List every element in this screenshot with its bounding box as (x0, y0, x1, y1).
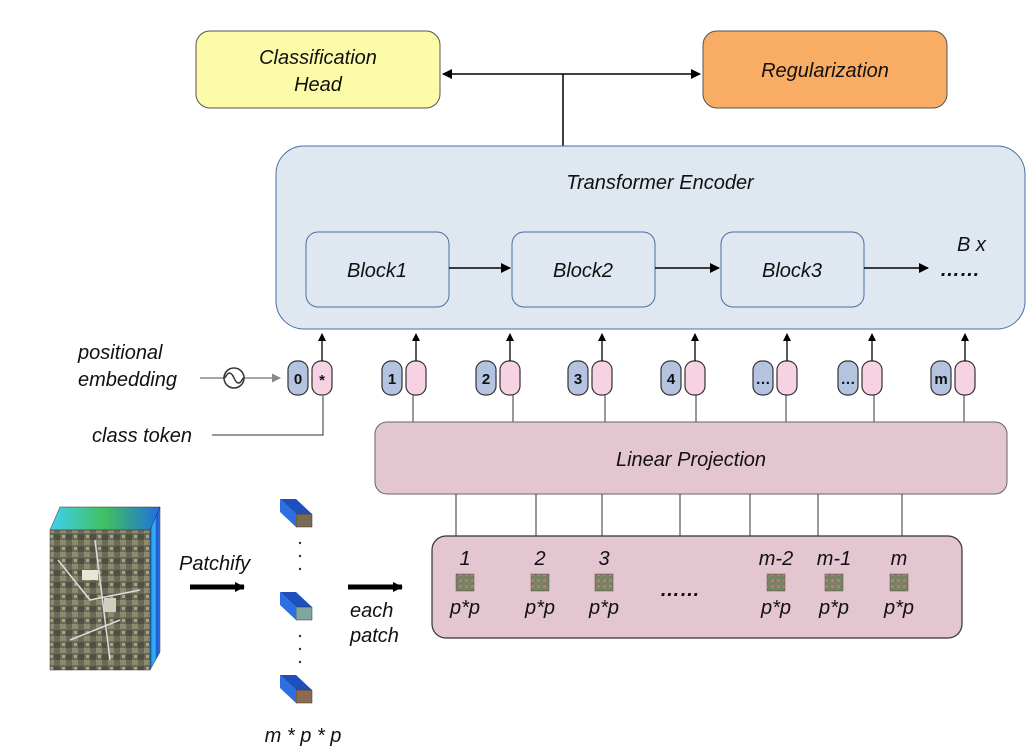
positional-embedding-label-line1: positional (77, 342, 163, 364)
token-7: … (837, 333, 883, 422)
patch-cuboid-2 (280, 592, 313, 621)
position-embedding-pill (567, 360, 589, 396)
patch-size-label: p*p (524, 597, 555, 619)
patch-item-3: 3 p*p (588, 548, 619, 619)
patch-item-1: 1 p*p (449, 548, 480, 619)
classification-head-label-line1: Classification (259, 47, 377, 69)
position-embedding-pill (837, 360, 859, 396)
patch-index-label: m (891, 548, 908, 570)
classification-head-box: Classification Head (195, 30, 441, 109)
patch-index-label: 2 (533, 548, 545, 570)
token-3: 2 (475, 333, 521, 422)
patch-size-label: p*p (818, 597, 849, 619)
patch-embedding-pill (405, 360, 427, 396)
token-index-label: 3 (574, 371, 582, 388)
patch-index-label: m-1 (817, 548, 851, 570)
patch-thumbnail (455, 573, 475, 592)
encoder-block-1: Block1 (305, 231, 450, 308)
token-index-label: m (934, 371, 947, 388)
position-embedding-pill (381, 360, 403, 396)
token-1: 0* (287, 333, 333, 396)
more-blocks-ellipsis: …… (940, 259, 980, 281)
encoder-block-3-label: Block3 (762, 260, 822, 282)
regularization-label: Regularization (761, 60, 889, 82)
position-embedding-pill (475, 360, 497, 396)
encoder-block-2-label: Block2 (553, 260, 613, 282)
class-token-label: class token (92, 425, 192, 447)
position-embedding-pill (287, 360, 309, 396)
patch-embedding-pill (684, 360, 706, 396)
transformer-encoder-title: Transformer Encoder (566, 172, 755, 194)
patch-thumbnail (530, 573, 550, 592)
patch-ellipsis: …… (660, 579, 700, 601)
token-index-label: 1 (388, 371, 396, 388)
positional-embedding-label-line2: embedding (78, 369, 177, 391)
patch-index-label: 3 (598, 548, 609, 570)
position-embedding-pill (660, 360, 682, 396)
projection-patch-connectors (455, 494, 903, 536)
token-8: m (930, 333, 976, 422)
position-embedding-pill (752, 360, 774, 396)
patch-embedding-pill (776, 360, 798, 396)
vertical-dots (298, 541, 302, 664)
patch-stack (280, 499, 313, 704)
sine-wave-icon (223, 367, 245, 389)
regularization-box: Regularization (702, 30, 948, 109)
each-patch-label-line2: patch (349, 625, 399, 647)
patchify-label: Patchify (179, 553, 251, 575)
position-embedding-pill (930, 360, 952, 396)
patch-cuboid-3 (280, 675, 313, 704)
classification-head-label-line2: Head (294, 74, 343, 96)
patch-size-label: p*p (588, 597, 619, 619)
linear-projection-label: Linear Projection (616, 449, 766, 471)
encoder-block-2: Block2 (511, 231, 656, 308)
token-2: 1 (381, 333, 427, 422)
encoder-block-1-label: Block1 (347, 260, 407, 282)
class-token-symbol: * (319, 372, 325, 389)
class-token-connector (212, 396, 324, 436)
patch-size-label: p*p (883, 597, 914, 619)
each-patch-label-line1: each (350, 600, 393, 622)
patch-sequence-box (431, 535, 963, 639)
patch-size-label: p*p (760, 597, 791, 619)
token-index-label: 2 (482, 371, 490, 388)
token-4: 3 (567, 333, 613, 422)
patch-item-5: m-1 p*p (817, 548, 851, 619)
patch-count-label: m * p * p (265, 725, 342, 747)
patch-embedding-pill (861, 360, 883, 396)
encoder-block-3: Block3 (720, 231, 865, 308)
patch-sequence: 1 p*p 2 p*p 3 p*p m-2 p*p m-1 p*p m p*p (449, 548, 914, 619)
patch-item-6: m p*p (883, 548, 914, 619)
patch-thumbnail (594, 573, 614, 592)
patch-embedding-pill (499, 360, 521, 396)
patch-thumbnail (889, 573, 909, 592)
token-index-label: 0 (294, 371, 302, 388)
patch-thumbnail (824, 573, 844, 592)
patch-thumbnail (766, 573, 786, 592)
hyperspectral-cube-image (49, 506, 161, 671)
token-index-label: … (841, 371, 856, 388)
token-index-label: … (756, 371, 771, 388)
patch-size-label: p*p (449, 597, 480, 619)
token-6: … (752, 333, 798, 422)
patch-embedding-pill (591, 360, 613, 396)
token-5: 4 (660, 333, 706, 422)
patch-item-2: 2 p*p (524, 548, 555, 619)
linear-projection-box: Linear Projection (374, 421, 1008, 495)
patch-embedding-pill (954, 360, 976, 396)
token-index-label: 4 (667, 371, 676, 388)
patch-index-label: 1 (459, 548, 470, 570)
patch-index-label: m-2 (759, 548, 793, 570)
repeat-label: B x (957, 234, 987, 256)
patch-item-4: m-2 p*p (759, 548, 793, 619)
patch-cuboid-1 (280, 499, 313, 528)
